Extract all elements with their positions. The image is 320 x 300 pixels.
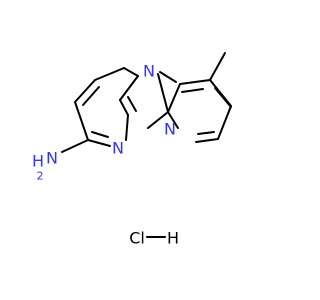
atom-n-bridge: N: [164, 120, 176, 139]
bond-i2: [119, 99, 129, 116]
bond-i3: [119, 75, 139, 101]
atom-amine-h-sub: 2: [37, 170, 44, 183]
atom-hcl-h: H: [167, 229, 179, 248]
bond-l2: [94, 67, 125, 81]
molecule-diagram: N N N H 2 N Cl H: [32, 52, 232, 248]
atom-hcl-cl: Cl: [129, 229, 145, 248]
atom-n-pyridine: N: [112, 139, 124, 158]
bond-layer: [61, 52, 232, 238]
bond-r3: [195, 138, 219, 143]
atom-n-imidazole: N: [143, 62, 155, 81]
bond-l6: [125, 114, 129, 141]
bond-r2: [217, 105, 232, 140]
bond-i2-double: [127, 96, 137, 112]
bond-l5: [87, 139, 111, 147]
bond-r1-double: [214, 87, 232, 108]
bond-l1b: [123, 67, 139, 77]
bond-l5-double: [91, 131, 109, 138]
bond-l3: [74, 79, 96, 103]
bond-l4: [74, 101, 89, 141]
bond-amine: [61, 139, 89, 153]
bond-r6-double: [181, 88, 204, 93]
bond-i1: [147, 111, 169, 129]
structure-canvas: N N N H 2 N Cl H: [31, 52, 232, 248]
bond-methyl: [209, 52, 226, 81]
bond-r4: [167, 111, 179, 129]
bond-r5: [167, 83, 181, 113]
atom-amine-n: N: [46, 149, 58, 168]
bond-i4b: [159, 71, 177, 83]
bond-r6: [179, 79, 211, 85]
bond-r3-double: [197, 131, 215, 135]
label-layer: N N N H 2 N Cl H: [32, 62, 179, 248]
bond-i4: [157, 73, 169, 113]
bond-l3-double: [82, 86, 100, 106]
atom-amine-h: H: [32, 152, 44, 171]
